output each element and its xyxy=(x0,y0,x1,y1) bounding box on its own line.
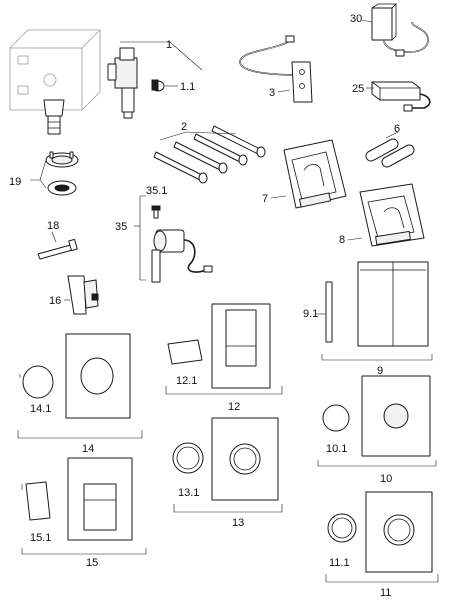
label-part-13-1: 13.1 xyxy=(178,487,199,499)
part-9-drawing xyxy=(357,261,429,347)
part-14-drawing xyxy=(65,333,131,419)
label-part-13: 13 xyxy=(232,517,244,529)
label-part-7: 7 xyxy=(262,193,268,205)
part-3-drawing xyxy=(239,35,313,103)
part-35-1-drawing xyxy=(151,205,161,219)
label-part-10-1: 10.1 xyxy=(326,443,347,455)
label-part-19: 19 xyxy=(9,176,21,188)
part-25-drawing xyxy=(371,81,431,112)
label-part-18: 18 xyxy=(47,220,59,232)
part-13-1-drawing xyxy=(172,442,204,474)
label-part-16: 16 xyxy=(49,295,61,307)
label-part-14: 14 xyxy=(82,443,94,455)
label-part-9-1: 9.1 xyxy=(303,308,318,320)
part-12-1-drawing xyxy=(167,339,203,365)
part-10-1-drawing xyxy=(322,404,350,432)
label-part-10: 10 xyxy=(380,473,392,485)
label-part-15-1: 15.1 xyxy=(30,532,51,544)
label-part-1: 1 xyxy=(166,39,172,51)
part-1-drawing xyxy=(107,47,138,119)
part-13-drawing xyxy=(211,417,279,501)
part-1-1-drawing xyxy=(151,79,165,92)
part-6-drawing xyxy=(365,138,415,168)
label-part-11-1: 11.1 xyxy=(329,557,350,569)
part-7-drawing xyxy=(283,139,347,209)
part-14-1-drawing xyxy=(22,365,54,399)
label-part-9: 9 xyxy=(377,365,383,377)
label-part-35-1: 35.1 xyxy=(146,185,167,197)
part-35-drawing xyxy=(151,229,213,283)
label-part-8: 8 xyxy=(339,234,345,246)
label-part-35: 35 xyxy=(115,221,127,233)
part-2-drawing xyxy=(153,125,266,184)
label-part-15: 15 xyxy=(86,557,98,569)
label-part-3: 3 xyxy=(269,87,275,99)
concealed-box-drawing xyxy=(9,29,101,135)
part-11-drawing xyxy=(365,491,433,573)
label-part-1-1: 1.1 xyxy=(180,81,195,93)
part-11-1-drawing xyxy=(327,513,357,543)
part-15-1-drawing xyxy=(25,481,51,521)
part-19-drawing xyxy=(45,151,79,196)
label-part-25: 25 xyxy=(352,83,364,95)
part-18-drawing xyxy=(37,238,78,260)
label-part-6: 6 xyxy=(394,123,400,135)
part-8-drawing xyxy=(359,183,425,247)
part-15-drawing xyxy=(67,457,133,541)
part-30-drawing xyxy=(371,3,429,57)
label-part-2: 2 xyxy=(181,121,187,133)
part-12-drawing xyxy=(211,303,271,389)
label-part-11: 11 xyxy=(380,587,391,599)
label-part-12: 12 xyxy=(228,401,240,413)
label-part-14-1: 14.1 xyxy=(30,403,51,415)
label-part-12-1: 12.1 xyxy=(176,375,197,387)
part-16-drawing xyxy=(67,275,99,315)
part-10-drawing xyxy=(361,375,431,457)
part-9-1-drawing xyxy=(325,281,333,343)
label-part-30: 30 xyxy=(350,13,362,25)
